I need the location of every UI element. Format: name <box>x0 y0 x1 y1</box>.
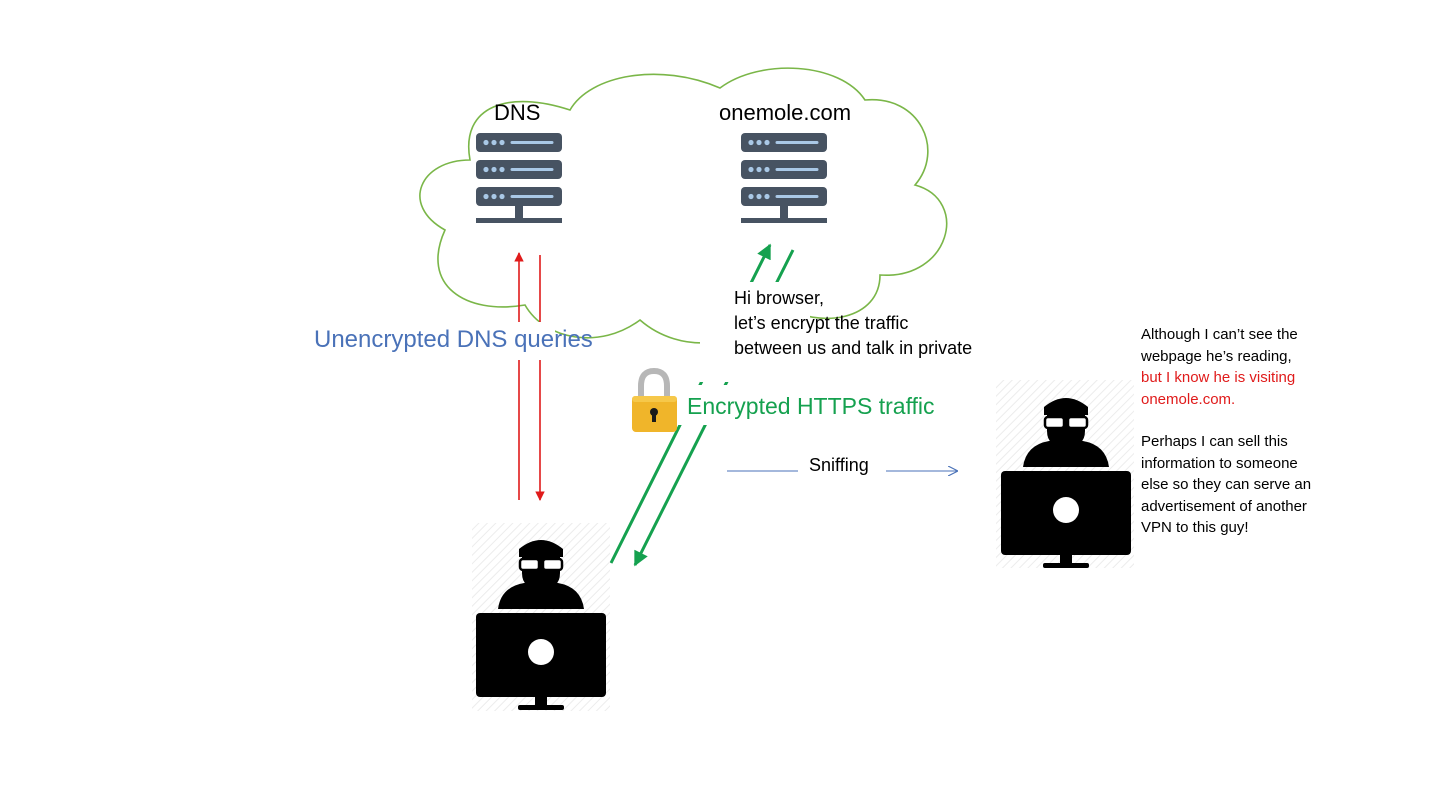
note-paragraph-1: Although I can’t see the webpage he’s re… <box>1141 324 1316 410</box>
note-highlight-text: but I know he is visiting onemole.com. <box>1141 369 1296 408</box>
padlock-icon <box>632 367 677 432</box>
server-message-line-3: between us and talk in private <box>734 338 973 358</box>
cloud-icon <box>419 67 948 344</box>
server-message-line-2: let’s encrypt the traffic <box>734 313 909 333</box>
dns-queries-label: Unencrypted DNS queries <box>314 326 593 353</box>
dns-server-icon <box>474 131 564 225</box>
web-server-label: onemole.com <box>719 100 852 125</box>
sniffing-label: Sniffing <box>809 455 869 475</box>
web-server-icon <box>739 131 829 225</box>
note-paragraph-2: Perhaps I can sell this information to s… <box>1141 433 1312 536</box>
server-message-line-1: Hi browser, <box>734 288 825 308</box>
https-traffic-label: Encrypted HTTPS traffic <box>687 393 935 419</box>
note-plain-text: Although I can’t see the webpage he’s re… <box>1141 326 1298 365</box>
dns-server-label: DNS <box>494 100 541 125</box>
eavesdropper-note: Although I can’t see the webpage he’s re… <box>1141 324 1316 539</box>
server-message: Hi browser, let’s encrypt the traffic be… <box>734 286 972 361</box>
